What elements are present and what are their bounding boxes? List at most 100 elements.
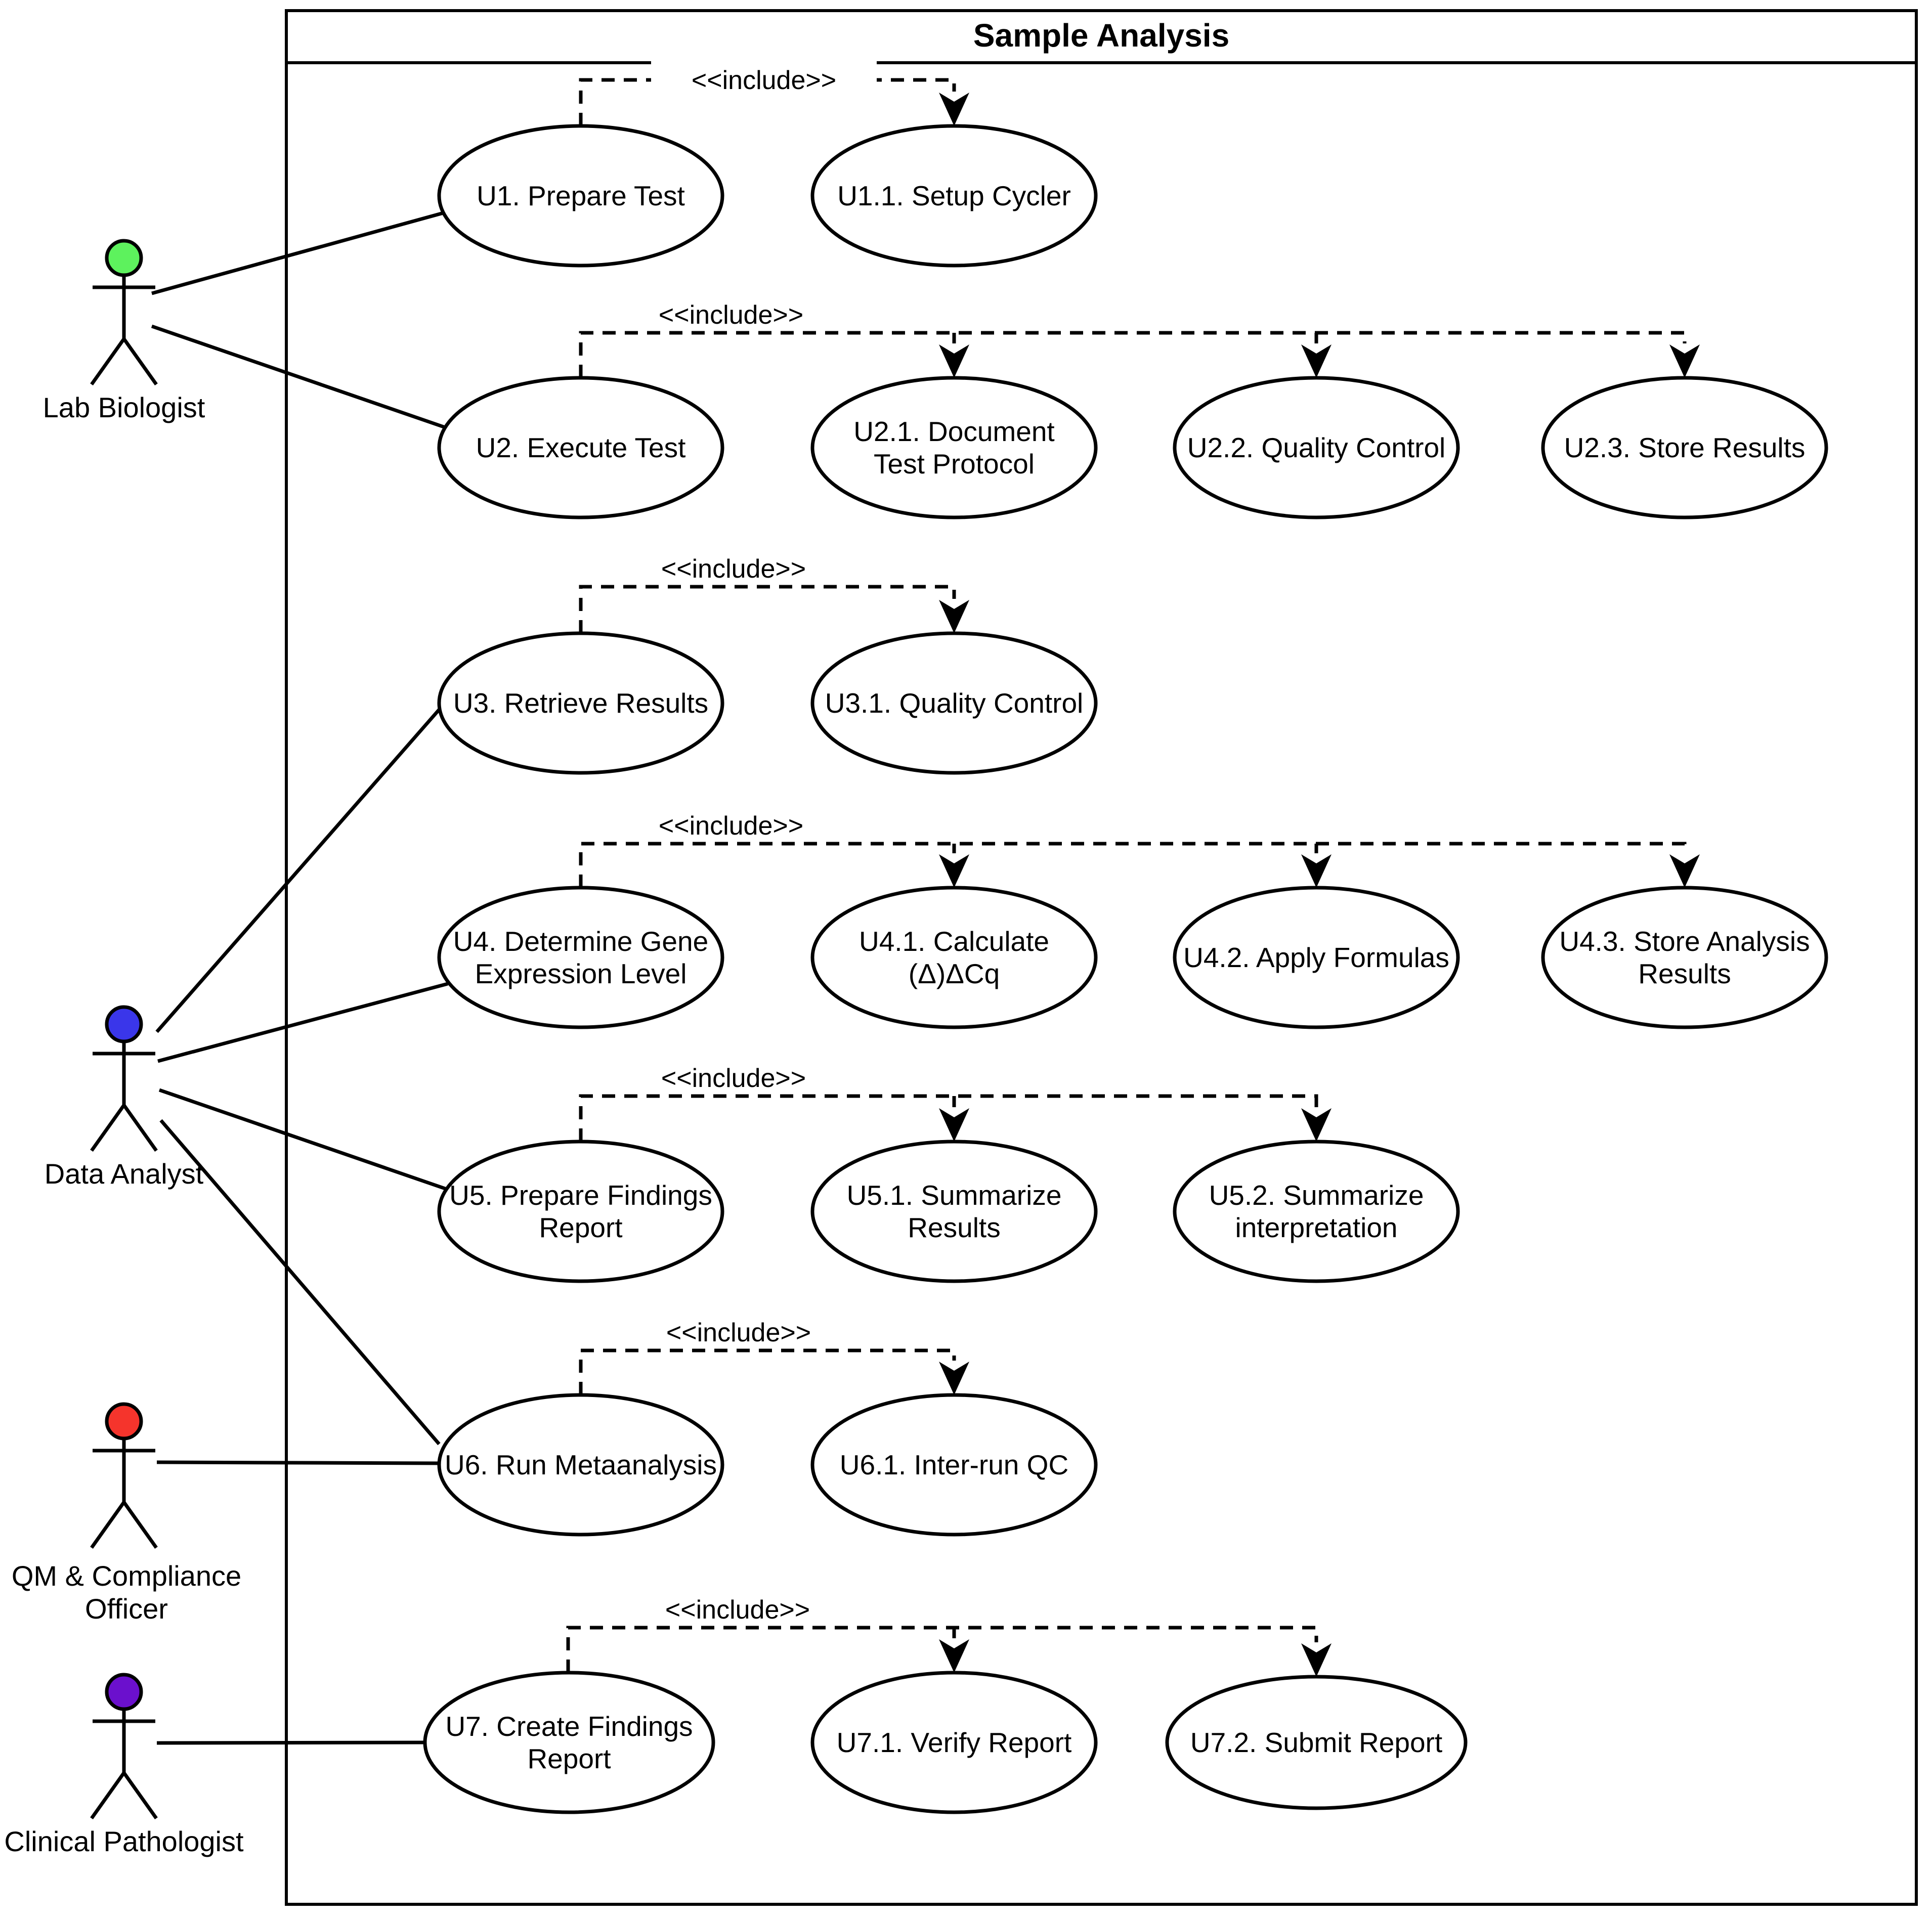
usecase-u4-1[interactable]: U4.1. Calculate (Δ)ΔCq bbox=[810, 886, 1098, 1029]
include-label-row4: <<include>> bbox=[659, 811, 803, 841]
actor-qm-compliance-officer[interactable]: QM & Compliance Officer bbox=[12, 1402, 241, 1625]
usecase-u7-2[interactable]: U7.2. Submit Report bbox=[1165, 1675, 1468, 1810]
association-lab-biologist-u1[interactable] bbox=[151, 210, 446, 295]
usecase-u3-1[interactable]: U3.1. Quality Control bbox=[810, 631, 1098, 775]
usecase-u4[interactable]: U4. Determine Gene Expression Level bbox=[437, 886, 724, 1029]
actor-qm-compliance-officer-label-line2: Officer bbox=[85, 1593, 168, 1625]
usecase-u2-3-ellipse[interactable] bbox=[1541, 376, 1828, 519]
usecase-u7-2-label: U7.2. Submit Report bbox=[1190, 1727, 1442, 1758]
usecase-u3-1-label: U3.1. Quality Control bbox=[825, 687, 1084, 719]
actor-clinical-pathologist-left-leg bbox=[90, 1771, 125, 1820]
association-data-analyst-u5[interactable] bbox=[158, 1088, 446, 1191]
usecase-u5-label-line1: U5. Prepare Findings bbox=[449, 1180, 712, 1211]
usecase-u2-1[interactable]: U2.1. Document Test Protocol bbox=[810, 376, 1098, 519]
usecase-u6-1-ellipse[interactable] bbox=[810, 1393, 1098, 1537]
usecase-u7-label-line1: U7. Create Findings bbox=[445, 1711, 693, 1742]
usecase-u5-2-label-line1: U5.2. Summarize bbox=[1209, 1180, 1424, 1211]
usecase-u5-ellipse[interactable] bbox=[437, 1140, 724, 1283]
usecase-u4-3[interactable]: U4.3. Store Analysis Results bbox=[1541, 886, 1828, 1029]
usecase-u7-2-ellipse[interactable] bbox=[1165, 1675, 1468, 1810]
include-connector-u2-group[interactable] bbox=[579, 331, 1687, 378]
actor-clinical-pathologist-right-leg bbox=[122, 1771, 158, 1820]
actor-qm-compliance-officer-label-line1: QM & Compliance bbox=[12, 1560, 241, 1592]
usecase-u2-3-label: U2.3. Store Results bbox=[1564, 432, 1806, 463]
usecase-u7-1[interactable]: U7.1. Verify Report bbox=[810, 1671, 1098, 1814]
actor-clinical-pathologist[interactable]: Clinical Pathologist bbox=[4, 1673, 244, 1857]
actor-data-analyst-left-leg bbox=[90, 1104, 125, 1152]
diagram-title: Sample Analysis bbox=[973, 17, 1229, 54]
usecase-u4-ellipse[interactable] bbox=[437, 886, 724, 1029]
actor-lab-biologist-right-leg bbox=[122, 337, 158, 386]
usecase-u5-1-ellipse[interactable] bbox=[810, 1140, 1098, 1283]
association-data-analyst-u3[interactable] bbox=[155, 704, 444, 1033]
association-clinical-pathologist-u7[interactable] bbox=[156, 1740, 428, 1745]
include-connector-u3-u3.1[interactable] bbox=[579, 585, 956, 633]
usecase-u5-2-ellipse[interactable] bbox=[1173, 1140, 1460, 1283]
include-arrowhead-u1.1 bbox=[939, 93, 969, 126]
include-arrowhead-u6.1 bbox=[939, 1362, 969, 1395]
usecase-u6-label: U6. Run Metaanalysis bbox=[445, 1449, 717, 1480]
usecase-u1-1-ellipse[interactable] bbox=[810, 124, 1098, 268]
usecase-u2-1-ellipse[interactable] bbox=[810, 376, 1098, 519]
usecase-u1[interactable]: U1. Prepare Test bbox=[437, 124, 724, 268]
include-label-background-row1 bbox=[651, 60, 877, 98]
usecase-u2-3[interactable]: U2.3. Store Results bbox=[1541, 376, 1828, 519]
usecase-u6-ellipse[interactable] bbox=[437, 1393, 724, 1537]
actor-lab-biologist-left-leg bbox=[90, 337, 125, 386]
association-lab-biologist-u2[interactable] bbox=[151, 324, 446, 429]
actor-data-analyst-head-icon bbox=[105, 1005, 143, 1043]
usecase-u5-2[interactable]: U5.2. Summarize interpretation bbox=[1173, 1140, 1460, 1283]
usecase-u1-1[interactable]: U1.1. Setup Cycler bbox=[810, 124, 1098, 268]
system-boundary bbox=[285, 9, 1918, 1906]
usecase-u4-3-ellipse[interactable] bbox=[1541, 886, 1828, 1029]
usecase-u4-1-label-line2: (Δ)ΔCq bbox=[909, 958, 1000, 989]
include-connector-u5-group[interactable] bbox=[579, 1094, 1318, 1142]
association-data-analyst-u4[interactable] bbox=[157, 982, 448, 1063]
include-arrowhead-u5.1 bbox=[939, 1108, 969, 1142]
usecase-u4-label-line1: U4. Determine Gene bbox=[453, 926, 708, 957]
usecase-u5-1[interactable]: U5.1. Summarize Results bbox=[810, 1140, 1098, 1283]
include-connector-u7-group[interactable] bbox=[566, 1626, 1318, 1673]
usecase-u2-2-ellipse[interactable] bbox=[1173, 376, 1460, 519]
usecase-u4-3-label-line2: Results bbox=[1638, 958, 1731, 989]
usecase-u7-ellipse[interactable] bbox=[423, 1671, 715, 1814]
usecase-u3-label: U3. Retrieve Results bbox=[453, 687, 708, 719]
actor-data-analyst[interactable]: Data Analyst bbox=[45, 1005, 204, 1190]
actor-lab-biologist[interactable]: Lab Biologist bbox=[43, 239, 205, 423]
include-connector-u4-group[interactable] bbox=[579, 842, 1687, 888]
usecase-u5-1-label-line2: Results bbox=[908, 1212, 1000, 1243]
usecase-u3-1-ellipse[interactable] bbox=[810, 631, 1098, 775]
include-arrowhead-u7.2 bbox=[1301, 1643, 1332, 1677]
usecase-u6-1[interactable]: U6.1. Inter-run QC bbox=[810, 1393, 1098, 1537]
usecase-u2-1-label-line1: U2.1. Document bbox=[853, 416, 1054, 447]
include-label-row1: <<include>> bbox=[692, 66, 836, 95]
usecase-u2-ellipse[interactable] bbox=[437, 376, 724, 519]
association-data-analyst-u6[interactable] bbox=[159, 1119, 441, 1446]
include-arrowhead-u2.1 bbox=[939, 344, 969, 378]
actor-clinical-pathologist-label: Clinical Pathologist bbox=[4, 1825, 244, 1857]
include-label-row2: <<include>> bbox=[659, 300, 803, 330]
usecase-u2-1-label-line2: Test Protocol bbox=[874, 448, 1035, 479]
usecase-u2[interactable]: U2. Execute Test bbox=[437, 376, 724, 519]
include-arrowhead-u5.2 bbox=[1301, 1108, 1332, 1142]
usecase-u4-1-ellipse[interactable] bbox=[810, 886, 1098, 1029]
usecase-u6[interactable]: U6. Run Metaanalysis bbox=[437, 1393, 724, 1537]
association-qm-officer-u6[interactable] bbox=[156, 1460, 440, 1465]
usecase-u3[interactable]: U3. Retrieve Results bbox=[437, 631, 724, 775]
usecase-u3-ellipse[interactable] bbox=[437, 631, 724, 775]
include-arrowhead-u4.3 bbox=[1669, 854, 1700, 888]
usecase-u4-2[interactable]: U4.2. Apply Formulas bbox=[1173, 886, 1460, 1029]
usecase-u4-2-ellipse[interactable] bbox=[1173, 886, 1460, 1029]
usecase-u7[interactable]: U7. Create Findings Report bbox=[423, 1671, 715, 1814]
usecase-u1-ellipse[interactable] bbox=[437, 124, 724, 268]
include-arrowhead-u7.1 bbox=[939, 1639, 969, 1673]
include-label-row5: <<include>> bbox=[661, 1064, 806, 1093]
include-label-row7: <<include>> bbox=[665, 1595, 810, 1625]
usecase-u2-2[interactable]: U2.2. Quality Control bbox=[1173, 376, 1460, 519]
usecase-u5[interactable]: U5. Prepare Findings Report bbox=[437, 1140, 724, 1283]
include-connector-u6-u6.1[interactable] bbox=[579, 1348, 956, 1395]
usecase-u7-1-ellipse[interactable] bbox=[810, 1671, 1098, 1814]
usecase-u4-1-label-line1: U4.1. Calculate bbox=[859, 926, 1049, 957]
usecase-u4-label-line2: Expression Level bbox=[475, 958, 687, 989]
actor-qm-compliance-officer-right-leg bbox=[122, 1501, 158, 1549]
